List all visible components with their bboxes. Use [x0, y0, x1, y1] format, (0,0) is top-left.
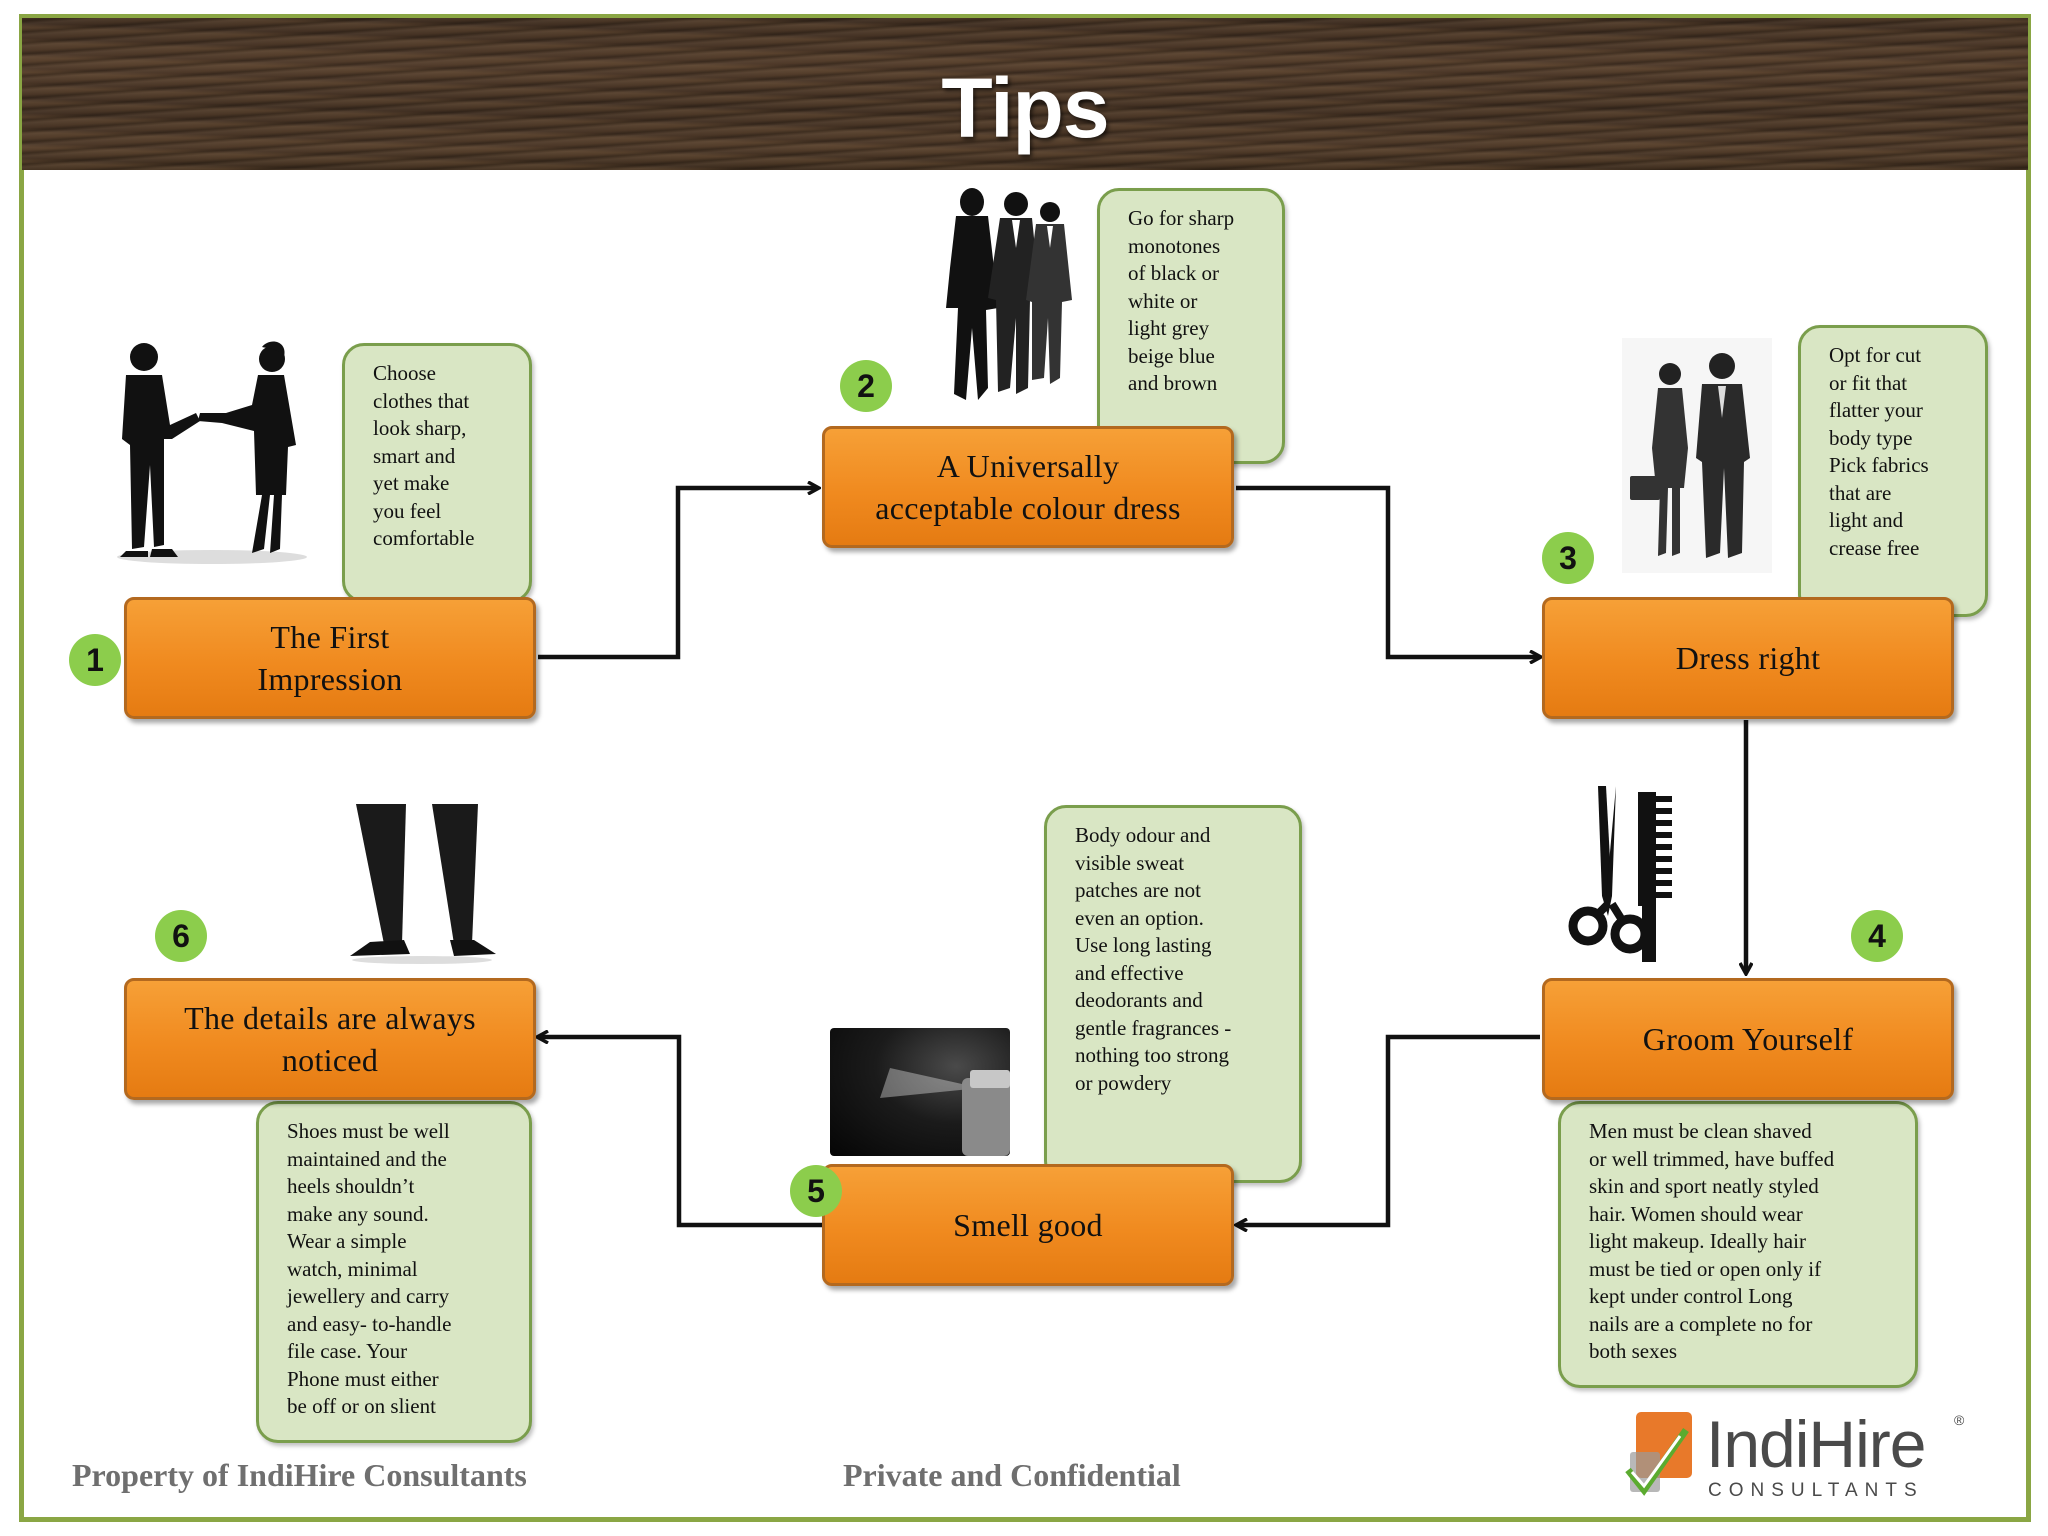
step-number-1: 1	[69, 634, 121, 686]
step-number-2: 2	[840, 360, 892, 412]
step-number-3: 3	[1542, 532, 1594, 584]
connector-4-5	[1237, 1034, 1540, 1225]
connector-1-2	[538, 488, 818, 660]
step-number-6: 6	[155, 910, 207, 962]
legs-shoes-illustration	[350, 804, 496, 964]
step-first-impression: The First Impression	[124, 597, 536, 719]
note-smell-good: Body odour and visible sweat patches are…	[1044, 805, 1302, 1183]
note-first-impression: Choose clothes that look sharp, smart an…	[342, 343, 532, 603]
page-title: Tips	[941, 61, 1109, 155]
logo-name: IndiHire	[1706, 1407, 1926, 1481]
note-colour-dress: Go for sharp monotones of black or white…	[1097, 188, 1285, 464]
business-team-illustration	[946, 188, 1072, 400]
spray-photo	[830, 1028, 1010, 1156]
note-dress-right: Opt for cut or fit that flatter your bod…	[1798, 325, 1988, 617]
step-number-5: 5	[790, 1165, 842, 1217]
step-dress-right: Dress right	[1542, 597, 1954, 719]
indihire-logo: IndiHire ® CONSULTANTS	[1624, 1406, 1974, 1516]
footer-property: Property of IndiHire Consultants	[72, 1457, 527, 1493]
header-banner: Tips	[22, 18, 2028, 170]
connector-5-6	[538, 1037, 822, 1228]
footer-confidential: Private and Confidential	[843, 1457, 1181, 1493]
checkmark-logo-icon	[1625, 1412, 1692, 1496]
handshake-illustration	[117, 341, 307, 564]
step-details: The details are always noticed	[124, 978, 536, 1100]
logo-registered-mark: ®	[1954, 1412, 1965, 1428]
step-number-4: 4	[1851, 910, 1903, 962]
note-details: Shoes must be well maintained and the he…	[256, 1101, 532, 1443]
scissors-comb-icon	[1568, 786, 1672, 962]
spray-mist-icon	[880, 1068, 1010, 1156]
formal-couple-illustration	[1622, 338, 1772, 573]
step-groom-yourself: Groom Yourself	[1542, 978, 1954, 1100]
step-colour-dress: A Universally acceptable colour dress	[822, 426, 1234, 548]
note-groom-yourself: Men must be clean shaved or well trimmed…	[1558, 1101, 1918, 1388]
logo-tagline: CONSULTANTS	[1708, 1480, 1924, 1501]
step-smell-good: Smell good	[822, 1164, 1234, 1286]
connector-2-3	[1236, 485, 1540, 657]
